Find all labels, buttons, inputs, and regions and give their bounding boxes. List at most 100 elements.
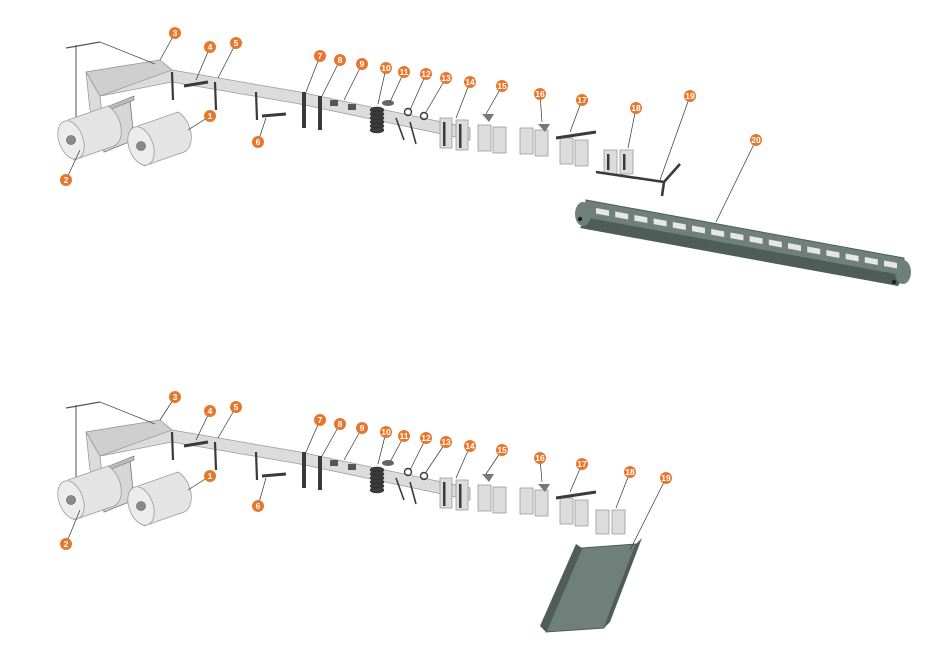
callout-4: 4 xyxy=(195,405,216,441)
film-roll-1 xyxy=(127,111,192,167)
cutter-13 xyxy=(409,481,417,505)
callout-16: 16 xyxy=(534,452,546,483)
callout-12: 12 xyxy=(409,432,432,471)
callout-5: 5 xyxy=(217,401,242,439)
callout-3: 3 xyxy=(159,391,181,421)
badge-circle xyxy=(624,466,636,478)
bag xyxy=(519,127,534,155)
badge-label: 13 xyxy=(441,73,451,83)
leader-line xyxy=(455,81,471,119)
badge-label: 18 xyxy=(625,467,635,477)
badge-label: 9 xyxy=(360,423,365,433)
badge-label: 11 xyxy=(400,67,409,77)
badge-circle xyxy=(576,458,588,470)
clamp-18b xyxy=(623,154,626,170)
badge-label: 19 xyxy=(661,473,671,483)
callout-18: 18 xyxy=(627,102,642,149)
block-9a xyxy=(330,460,338,466)
block-9b xyxy=(348,464,356,470)
badge-circle xyxy=(420,432,432,444)
station-7 xyxy=(302,452,306,488)
station-8 xyxy=(318,96,322,130)
conveyor-slot xyxy=(807,246,821,255)
callout-14: 14 xyxy=(455,76,476,119)
bag-18a xyxy=(595,509,610,535)
badge-circle xyxy=(230,401,242,413)
callout-17: 17 xyxy=(569,458,588,493)
conveyor-slot xyxy=(884,260,897,269)
guide-post xyxy=(213,81,218,111)
badge-label: 3 xyxy=(173,392,178,402)
badge-label: 6 xyxy=(256,137,261,147)
ring-13 xyxy=(419,111,429,121)
callout-11: 11 xyxy=(389,66,410,103)
badge-circle xyxy=(334,418,346,430)
bag xyxy=(477,124,492,152)
conveyor-slot xyxy=(653,218,667,227)
film-roll-2 xyxy=(57,105,122,161)
badge-label: 18 xyxy=(631,103,641,113)
leader-line xyxy=(217,42,237,79)
leader-line xyxy=(321,59,341,97)
badge-circle xyxy=(440,436,452,448)
bag-17a xyxy=(559,497,574,525)
bag-14 xyxy=(455,119,469,151)
callout-10: 10 xyxy=(377,62,392,105)
badge-circle xyxy=(496,444,508,456)
cutter-12 xyxy=(395,477,405,501)
badge-circle xyxy=(60,174,72,186)
badge-circle xyxy=(169,391,181,403)
bag-17a xyxy=(559,137,574,165)
leader-line xyxy=(65,509,81,545)
badge-circle xyxy=(204,41,216,53)
bag-14 xyxy=(455,479,469,511)
leader-line xyxy=(321,423,341,457)
leader-line xyxy=(343,427,363,461)
funnel-15 xyxy=(482,474,494,482)
bag-18a xyxy=(603,149,618,175)
funnel-16 xyxy=(538,124,550,132)
badge-label: 15 xyxy=(497,445,507,455)
callout-13: 13 xyxy=(425,72,452,113)
cutter-13 xyxy=(409,121,417,145)
conveyor-slot xyxy=(845,253,859,262)
leader-line xyxy=(615,471,631,509)
badge-label: 12 xyxy=(421,433,431,443)
callout-2: 2 xyxy=(60,149,81,186)
badge-circle xyxy=(398,66,410,78)
badge-label: 17 xyxy=(577,95,587,105)
badge-label: 5 xyxy=(234,38,239,48)
badge-label: 20 xyxy=(751,135,761,145)
badge-circle xyxy=(440,72,452,84)
badge-circle xyxy=(169,27,181,39)
bag-14 xyxy=(439,477,453,509)
clamp-14 xyxy=(443,122,446,146)
sensor-bar-4 xyxy=(183,80,209,88)
badge-circle xyxy=(204,110,216,122)
sensor-bar-6 xyxy=(261,112,287,118)
badge-circle xyxy=(534,88,546,100)
callout-9: 9 xyxy=(343,422,368,461)
callout-4: 4 xyxy=(195,41,216,81)
frame-bar xyxy=(65,401,101,409)
badge-label: 17 xyxy=(577,459,587,469)
badge-label: 13 xyxy=(441,437,451,447)
leader-line xyxy=(425,77,447,113)
callout-19: 19 xyxy=(629,472,672,551)
bag-17b xyxy=(574,499,589,527)
leader-line xyxy=(343,63,363,101)
bag xyxy=(534,489,549,517)
leader-line xyxy=(377,67,387,105)
badge-label: 1 xyxy=(208,471,213,481)
sensor-bar-6 xyxy=(261,472,287,478)
badge-circle xyxy=(314,414,326,426)
conveyor-slot xyxy=(672,222,686,230)
callout-17: 17 xyxy=(569,94,588,133)
leader-line xyxy=(425,441,447,473)
ring-12 xyxy=(403,467,413,477)
badge-label: 9 xyxy=(360,59,365,69)
frame-rod xyxy=(99,41,156,65)
badge-label: 19 xyxy=(685,91,695,101)
clamp-14 xyxy=(459,484,462,508)
